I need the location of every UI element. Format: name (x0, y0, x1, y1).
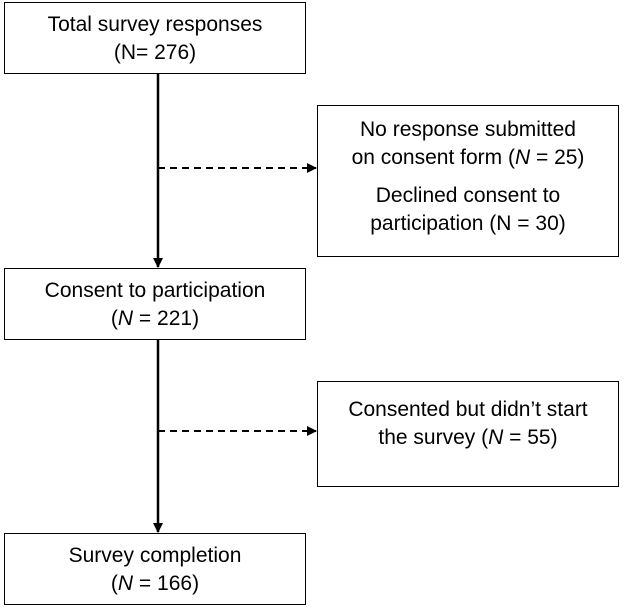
not-started-pre: the survey ( (378, 426, 489, 449)
no-response-n-symbol: N (514, 146, 531, 169)
total-responses-box: Total survey responses (N= 276) (4, 2, 306, 74)
consent-title: Consent to participation (44, 279, 266, 302)
total-responses-title: Total survey responses (47, 13, 263, 36)
completion-title: Survey completion (68, 544, 242, 567)
completion-pre: ( (110, 572, 118, 595)
no-response-count: = 25) (530, 146, 585, 169)
not-started-line1: Consented but didn’t start (348, 398, 588, 421)
completion-n-symbol: N (117, 572, 134, 595)
completion-box: Survey completion (N = 166) (4, 533, 306, 605)
no-response-note: No response submitted on consent form (N… (318, 116, 618, 172)
consent-n-symbol: N (117, 307, 134, 330)
not-started-count: = 55) (503, 426, 558, 449)
declined-consent-note: Declined consent to participation (N = 3… (318, 182, 618, 238)
declined-line1: Declined consent to (375, 184, 561, 207)
not-started-exclusion-box: Consented but didn’t start the survey (N… (317, 381, 619, 487)
no-response-pre: on consent form ( (351, 146, 515, 169)
total-responses-count: (N= 276) (113, 41, 197, 64)
completion-count-line: (N = 166) (5, 570, 305, 598)
consent-box: Consent to participation (N = 221) (4, 268, 306, 340)
consent-count: = 221) (133, 307, 200, 330)
not-started-line2: the survey (N = 55) (318, 424, 618, 452)
consent-pre: ( (110, 307, 118, 330)
declined-line2: participation (N = 30) (370, 212, 566, 235)
no-response-line2: on consent form (N = 25) (318, 144, 618, 172)
consent-exclusion-box: No response submitted on consent form (N… (317, 105, 619, 257)
consent-count-line: (N = 221) (5, 305, 305, 333)
completion-count: = 166) (133, 572, 200, 595)
no-response-line1: No response submitted (360, 118, 576, 141)
not-started-n-symbol: N (488, 426, 504, 449)
